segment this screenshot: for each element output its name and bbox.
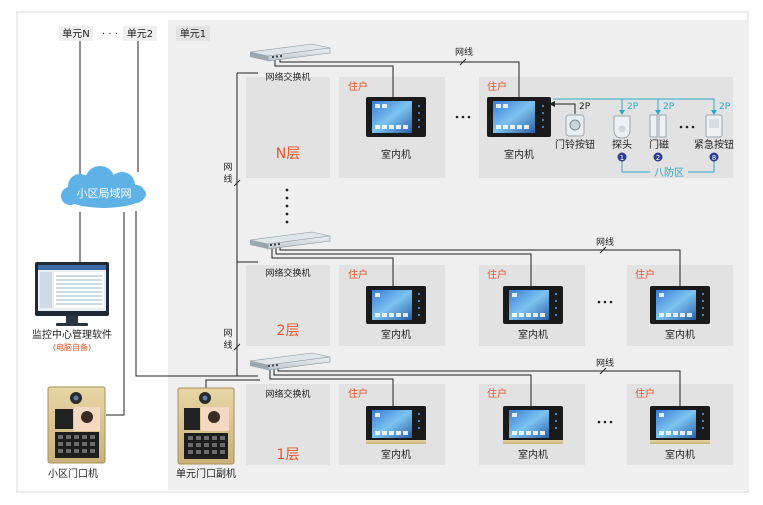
door-sensor-icon: [649, 114, 667, 138]
unit-2-label: 单元2: [127, 28, 153, 40]
indoor-monitor-icon: [650, 406, 710, 444]
cable-vertical-label: 网线: [223, 162, 232, 185]
monitor-title: 监控中心管理软件: [32, 328, 112, 341]
cable-marks: [233, 58, 607, 375]
lan-label: 小区局域网: [77, 187, 132, 200]
indoor-label: 室内机: [381, 148, 411, 161]
unit-door-label: 单元门口副机: [176, 467, 236, 480]
indoor-monitor-icon: [487, 97, 551, 137]
indoor-monitor-icon: [366, 286, 426, 324]
detector-label: 探头: [612, 138, 632, 151]
resident-label: 住户: [487, 387, 507, 400]
detector-icon: [613, 115, 631, 139]
network-switch-icon: [249, 352, 331, 371]
cable-vertical-char: 网: [223, 328, 232, 339]
network-switch-icon: [249, 231, 331, 250]
floor-1-box: [246, 384, 330, 465]
zone-badge-icon: [653, 152, 663, 162]
indoor-label: 室内机: [665, 448, 695, 461]
row-ellipsis: [455, 115, 695, 424]
doorbell-label: 门铃按钮: [555, 138, 595, 151]
zone-badge-label: 2: [656, 154, 660, 162]
switch-label: 网络交换机: [265, 388, 310, 400]
cable-label: 网线: [455, 46, 473, 58]
wire-2p-label: 2P: [663, 102, 675, 112]
unit-n-label: 单元N: [62, 28, 89, 40]
zone-badge-label: 1: [620, 154, 624, 162]
community-door-station-icon: [47, 386, 106, 464]
monitor-icon: [35, 262, 109, 326]
indoor-monitor-icon: [366, 406, 426, 444]
indoor-label: 室内机: [518, 448, 548, 461]
door-sensor-label: 门磁: [649, 138, 669, 151]
indoor-monitor-icon: [366, 97, 426, 137]
indoor-monitor-icon: [503, 406, 563, 444]
resident-label: 住户: [487, 268, 507, 281]
resident-label: 住户: [348, 80, 368, 93]
indoor-label: 室内机: [518, 328, 548, 341]
resident-label: 住户: [635, 268, 655, 281]
floor-1-label: 1层: [277, 447, 300, 463]
unit-2-tag: [123, 26, 157, 41]
unit-door-station-icon: [177, 387, 235, 465]
cable-label: 网线: [596, 236, 614, 248]
cable-vertical-char: 线: [223, 339, 232, 351]
wire-2p-label: 2P: [627, 102, 639, 112]
resident-label: 住户: [487, 80, 507, 93]
unit-1-tag: [176, 26, 210, 41]
floor-n-box: [246, 77, 330, 178]
unit-n-tag: [59, 26, 93, 41]
resident-label: 住户: [348, 268, 368, 281]
zone-badge-icon: [617, 152, 627, 162]
zone-badge-icon: [709, 152, 719, 162]
arrow-down-icons: [619, 110, 717, 115]
monitor-note: (电脑自备): [53, 342, 91, 352]
indoor-monitor-icon: [650, 286, 710, 324]
floor-ellipsis: [285, 188, 289, 224]
indoor-label: 室内机: [381, 328, 411, 341]
cable-vertical-label: 网线: [223, 328, 232, 351]
lan-cloud-icon: [61, 166, 146, 208]
resident-label: 住户: [348, 387, 368, 400]
community-door-label: 小区门口机: [48, 467, 98, 480]
indoor-label: 室内机: [381, 448, 411, 461]
floor-2-box: [246, 265, 330, 346]
doorbell-button-icon: [565, 114, 585, 137]
arrow-left-icon: [549, 101, 555, 107]
switch-label: 网络交换机: [265, 267, 310, 279]
indoor-monitor-icon: [503, 286, 563, 324]
floor-2-label: 2层: [277, 323, 300, 339]
zones-tag: [650, 166, 688, 178]
emergency-label: 紧急按钮: [694, 138, 734, 151]
cable-label: 网线: [596, 357, 614, 369]
network-switch-icon: [249, 43, 331, 62]
switch-label: 网络交换机: [265, 71, 310, 83]
unit-1-label: 单元1: [180, 28, 206, 40]
emergency-button-icon: [705, 114, 723, 138]
indoor-label: 室内机: [665, 328, 695, 341]
cable-vertical-char: 线: [223, 173, 232, 185]
zone-badge-label: 8: [712, 154, 716, 162]
floor-n-label: N层: [276, 146, 300, 162]
indoor-label: 室内机: [504, 148, 534, 161]
resident-label: 住户: [635, 387, 655, 400]
wire-2p-label: 2P: [719, 102, 731, 112]
cable-vertical-char: 网: [223, 162, 232, 173]
units-ellipsis: · · ·: [102, 29, 118, 40]
zones-label: 八防区: [654, 166, 684, 179]
wire-2p-label: 2P: [579, 102, 591, 112]
